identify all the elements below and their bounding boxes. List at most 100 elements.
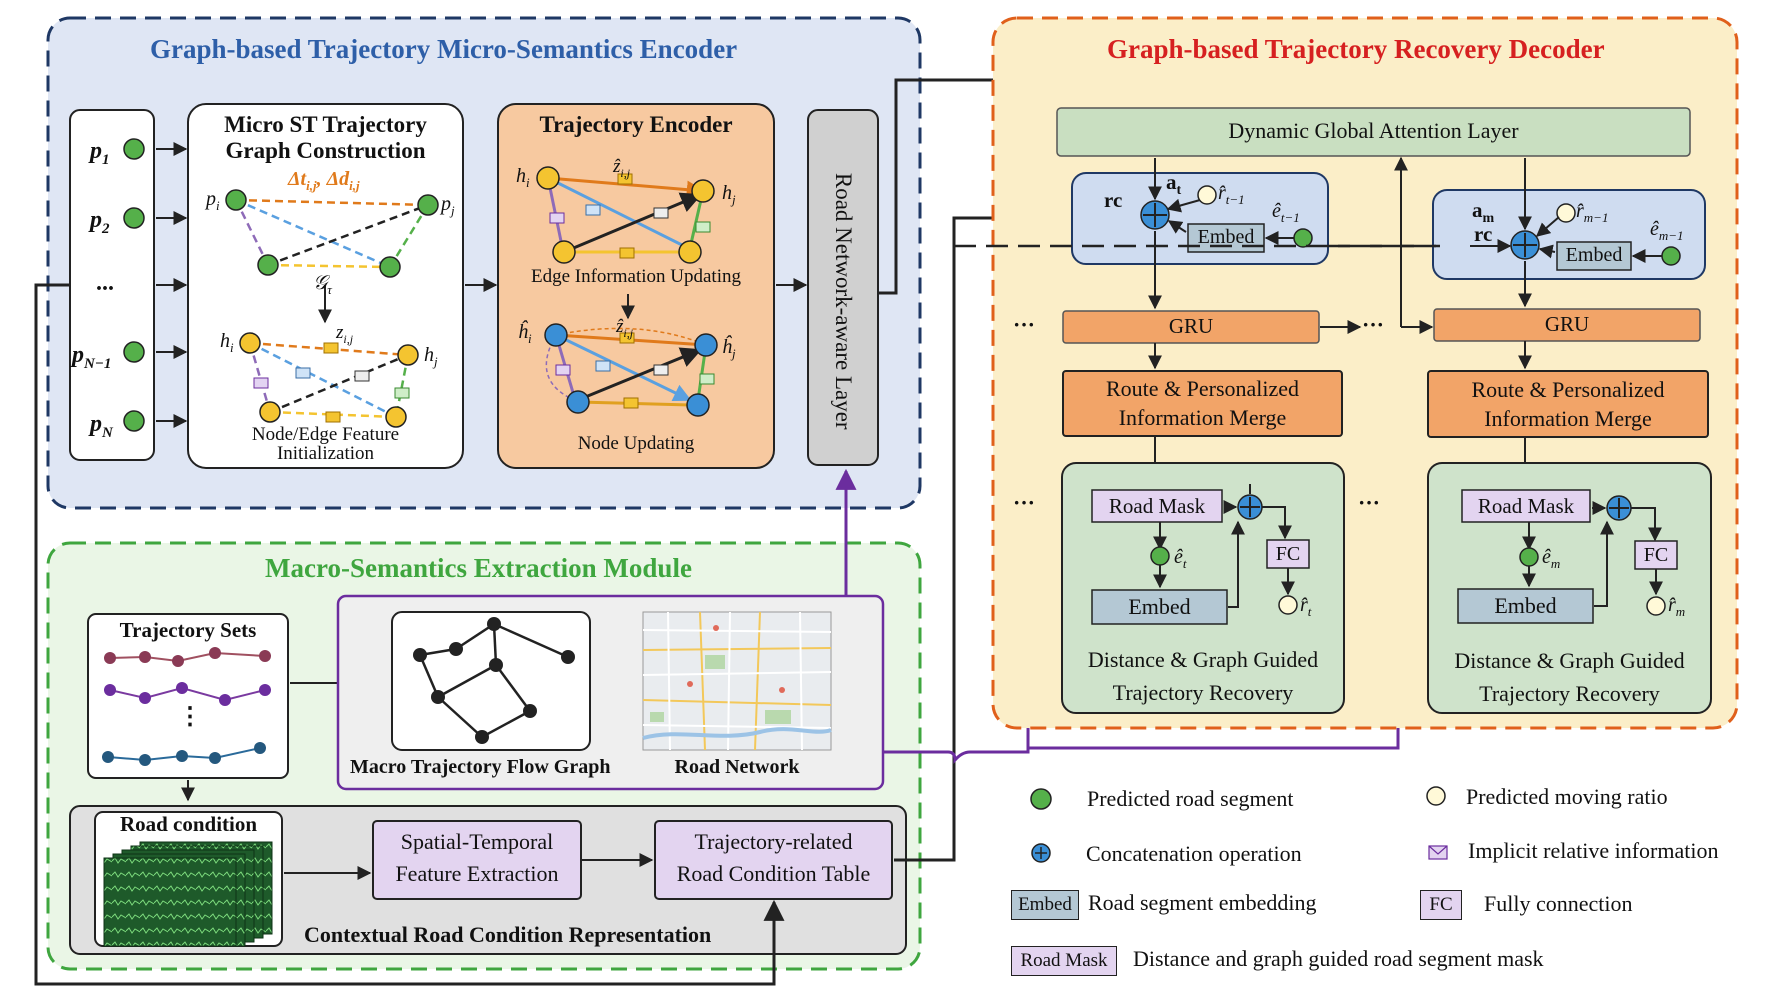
point-2-label: p2	[90, 207, 110, 237]
graph-pj-label: pj	[441, 193, 455, 218]
point-n1-node	[123, 341, 145, 363]
right-fc-label: FC	[1643, 544, 1669, 566]
right-eout-label: êm	[1542, 546, 1561, 571]
ellipsis-mask-right: ···	[1358, 490, 1381, 515]
ellipsis-gru-left: ···	[1013, 312, 1036, 337]
left-embed2-label: Embed	[1128, 594, 1191, 619]
contextual-caption: Contextual Road Condition Representation	[304, 922, 712, 947]
road-network-layer-label: Road Network-aware Layer	[831, 172, 857, 430]
legend-embed-text: Road segment embedding	[1088, 890, 1317, 915]
legend-ratio-icon	[1426, 786, 1446, 806]
legend-mask-swatch: Road Mask	[1011, 946, 1117, 976]
right-merge-box	[1427, 370, 1709, 438]
legend-concat-text: Concatenation operation	[1086, 841, 1302, 866]
left-embed-label: Embed	[1197, 226, 1255, 248]
point-1-label: p1	[90, 138, 110, 168]
left-fc-label: FC	[1275, 543, 1301, 565]
graph-hj-label: hj	[424, 344, 438, 369]
left-road-mask-box	[1091, 489, 1223, 523]
graph-node-pj	[417, 194, 439, 216]
attention-layer-box	[1056, 107, 1691, 157]
trajectory-sets-label: Trajectory Sets	[119, 618, 257, 642]
legend-envelope-icon	[1428, 845, 1448, 860]
point-n1-label: pN−1	[72, 342, 112, 372]
graph-node-hi	[239, 332, 261, 354]
te-hhat-i-label: ĥi	[518, 321, 532, 346]
right-rout-label: r̂m	[1668, 594, 1686, 619]
left-rc-label: rc	[1104, 188, 1123, 212]
legend-mask-text: Distance and graph guided road segment m…	[1133, 946, 1544, 971]
left-fc-box	[1266, 539, 1310, 569]
left-embed2-box	[1091, 589, 1228, 625]
left-merge-box	[1062, 370, 1343, 437]
te-zhat2-label: ẑi,j	[616, 316, 634, 340]
attention-layer-label: Dynamic Global Attention Layer	[1228, 118, 1519, 143]
st-feature-box	[372, 820, 582, 900]
legend-implicit-text: Implicit relative information	[1468, 838, 1719, 863]
left-embed-box	[1187, 223, 1265, 253]
flow-graph-caption: Macro Trajectory Flow Graph	[350, 756, 611, 778]
right-embed2-box	[1457, 588, 1594, 624]
left-eout-label: êt	[1174, 546, 1187, 571]
te-zhat-label: ẑi,j	[613, 156, 631, 180]
right-road-mask-box	[1461, 489, 1591, 523]
te-hi-label: hi	[516, 165, 530, 190]
right-fc-box	[1634, 540, 1678, 570]
right-embed-box	[1556, 241, 1632, 271]
points-ellipsis: ...	[96, 270, 114, 296]
left-segment-node	[1150, 546, 1170, 566]
trajectory-sets-dots: ⋮	[178, 704, 202, 730]
legend-fc-text: Fully connection	[1484, 891, 1633, 916]
legend-ratio-text: Predicted moving ratio	[1466, 784, 1668, 809]
legend-fc-swatch: FC	[1420, 890, 1462, 920]
right-ehat-label: êm−1	[1650, 218, 1684, 243]
left-ehat-label: êt−1	[1272, 200, 1300, 225]
point-n-label: pN	[90, 411, 113, 441]
point-1-node	[123, 138, 145, 160]
envelope-icons	[253, 342, 410, 423]
legend-segment-text: Predicted road segment	[1087, 786, 1294, 811]
left-rhat-label: r̂t−1	[1218, 182, 1245, 207]
decoder-title: Graph-based Trajectory Recovery Decoder	[1107, 34, 1605, 64]
graph-hi-label: hi	[220, 330, 234, 355]
left-road-mask-label: Road Mask	[1108, 494, 1206, 518]
right-recovery-box	[1427, 462, 1712, 714]
graph-node-hj	[397, 344, 419, 366]
right-gru-label: GRU	[1544, 312, 1590, 336]
legend-segment-icon	[1030, 788, 1052, 810]
right-segment-node	[1519, 547, 1539, 567]
right-a-label: am	[1472, 198, 1495, 227]
graph-node-pi	[225, 189, 247, 211]
road-network-layer-box	[807, 109, 879, 466]
road-condition-label: Road condition	[119, 812, 258, 836]
left-gru-label: GRU	[1168, 314, 1214, 338]
right-gru-box	[1433, 308, 1701, 342]
left-a-label: at	[1166, 170, 1182, 199]
left-gru-box	[1062, 310, 1320, 344]
graph-pi-label: pi	[206, 188, 220, 213]
ellipsis-mask-left: ···	[1013, 490, 1036, 515]
node-updating-caption: Node Updating	[577, 433, 695, 454]
road-condition-stack	[103, 841, 273, 947]
graph-delta-label: Δti,j, Δdi,j	[288, 168, 360, 193]
ellipsis-gru-right: ···	[1362, 312, 1385, 337]
macro-title: Macro-Semantics Extraction Module	[265, 553, 692, 583]
legend-embed-swatch: Embed	[1011, 890, 1079, 920]
flow-graph-box	[391, 611, 591, 751]
right-road-mask-label: Road Mask	[1477, 494, 1575, 518]
te-hhat-j-label: ĥj	[722, 336, 736, 361]
graph-gtau-label: 𝒢τ	[313, 272, 332, 297]
road-network-caption: Road Network	[674, 756, 800, 778]
edge-updating-caption: Edge Information Updating	[530, 266, 741, 287]
graph-zij-label: zi,j	[336, 322, 354, 346]
